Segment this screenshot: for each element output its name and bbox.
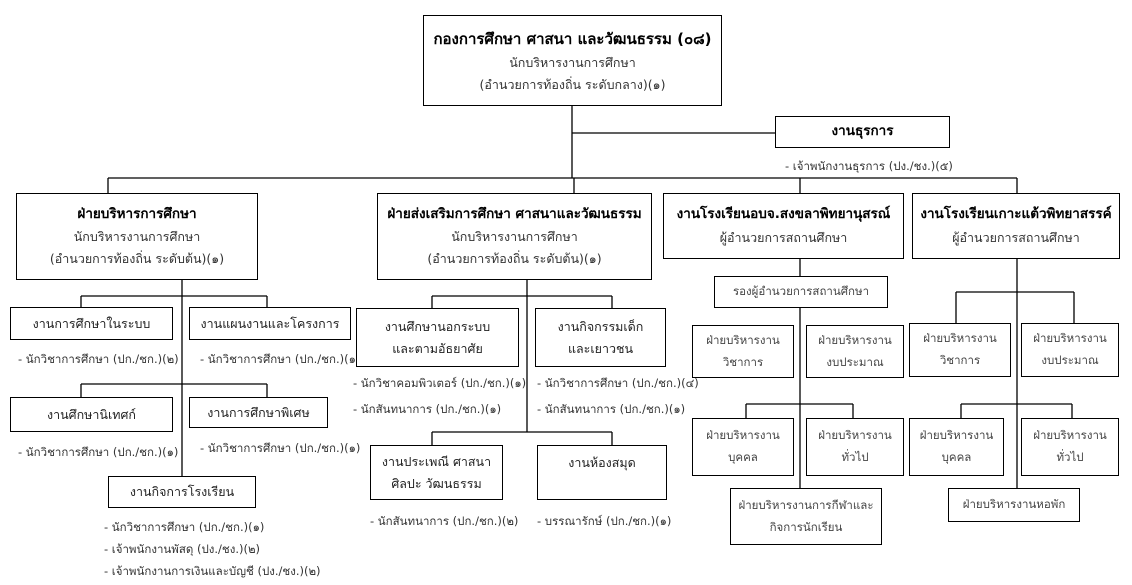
division-title: ฝ่ายบริหารการศึกษา (77, 205, 197, 222)
deputy-director-box: รองผู้อำนวยการสถานศึกษา (714, 276, 888, 308)
unit-name-line: งานประเพณี ศาสนา (381, 453, 492, 469)
unit-box: งานศึกษานอกระบบและตามอัธยาศัย (356, 308, 519, 367)
unit-name-line: วิชาการ (939, 353, 981, 367)
unit-staff: - นักวิชาการศึกษา (ปก./ชก.)(๔) (537, 376, 699, 390)
unit-box: งานกิจการโรงเรียน (108, 476, 256, 508)
unit-box: งานศึกษานิเทศก์ (10, 397, 173, 432)
unit-box: งานกิจกรรมเด็กและเยาวชน (535, 308, 666, 367)
unit-name-line: ศิลปะ วัฒนธรรม (391, 475, 482, 491)
unit-name-line: วิชาการ (722, 354, 764, 369)
unit-name: งานการศึกษาในระบบ (32, 315, 151, 331)
unit-name-line: บุคคล (728, 450, 758, 464)
unit-box: งานห้องสมุด (537, 445, 667, 500)
unit-name-line: งบประมาณ (1041, 353, 1099, 367)
unit-name: งานการศึกษาพิเศษ (207, 404, 310, 420)
school-unit-box: ฝ่ายบริหารงานทั่วไป (1021, 418, 1119, 476)
unit-staff: - นักสันทนาการ (ปก./ชก.)(๑) (353, 402, 502, 416)
unit-name-line: ฝ่ายบริหารงาน (919, 428, 994, 443)
unit-staff: - นักวิชาการศึกษา (ปก./ชก.)(๑) (18, 445, 179, 459)
unit-name-line: บุคคล (941, 450, 972, 464)
unit-staff: - นักวิชาคอมพิวเตอร์ (ปก./ชก.)(๑) (353, 376, 527, 390)
unit-name-line: งานห้องสมุด (568, 455, 636, 470)
unit-name-line: งานศึกษานอกระบบ (384, 318, 491, 334)
school-unit-box: ฝ่ายบริหารงานทั่วไป (806, 418, 904, 476)
unit-name: งานกิจการโรงเรียน (129, 484, 235, 500)
unit-staff: - เจ้าพนักงานพัสดุ (ปง./ชง.)(๒) (104, 542, 261, 556)
unit-staff: - นักสันทนาการ (ปก./ชก.)(๑) (537, 402, 686, 416)
school-unit-box: ฝ่ายบริหารงานบุคคล (692, 418, 794, 476)
unit-box: งานประเพณี ศาสนาศิลปะ วัฒนธรรม (370, 445, 503, 500)
unit-name-line: และตามอัธยาศัย (392, 340, 483, 356)
unit-name-line: ฝ่ายบริหารงาน (818, 428, 892, 443)
school-title: งานโรงเรียนเกาะแต้วพิทยาสรรค์ (920, 206, 1112, 223)
unit-name-line: งานกิจกรรมเด็ก (557, 318, 644, 334)
school-unit-box: ฝ่ายบริหารงานวิชาการ (909, 323, 1011, 377)
admin-unit-box: งานธุรการ (775, 116, 950, 148)
unit-name-line: ฝ่ายบริหารงานหอพัก (962, 497, 1066, 512)
department-level: (อำนวยการท้องถิ่น ระดับกลาง)(๑) (479, 76, 666, 92)
school-songkhla-box: งานโรงเรียนอบจ.สงขลาพิทยานุสรณ์ ผู้อำนวย… (663, 193, 904, 259)
unit-name-line: ทั่วไป (1056, 450, 1084, 464)
division-position: นักบริหารงานการศึกษา (73, 229, 201, 245)
unit-name-line: กิจการนักเรียน (769, 519, 843, 534)
unit-name: งานศึกษานิเทศก์ (47, 406, 136, 422)
school-position: ผู้อำนวยการสถานศึกษา (719, 229, 848, 245)
department-title: กองการศึกษา ศาสนา และวัฒนธรรม (๐๘) (433, 29, 712, 48)
unit-name-line: ทั่วไป (841, 450, 869, 464)
department-position: นักบริหารงานการศึกษา (509, 54, 636, 70)
unit-box: งานแผนงานและโครงการ (189, 307, 351, 340)
unit-name-line: ฝ่ายบริหารงาน (923, 331, 997, 346)
unit-staff: - นักวิชาการศึกษา (ปก./ชก.)(๑) (200, 441, 361, 455)
unit-staff: - เจ้าพนักงานการเงินและบัญชี (ปง./ชง.)(๒… (104, 564, 321, 578)
school-kotaew-box: งานโรงเรียนเกาะแต้วพิทยาสรรค์ ผู้อำนวยกา… (912, 193, 1120, 259)
division-education-admin-box: ฝ่ายบริหารการศึกษา นักบริหารงานการศึกษา … (16, 193, 258, 280)
school-unit-box: ฝ่ายบริหารงานวิชาการ (692, 325, 794, 378)
unit-box: งานการศึกษาพิเศษ (189, 397, 328, 428)
school-unit-box: ฝ่ายบริหารงานงบประมาณ (1021, 323, 1119, 377)
school-title: งานโรงเรียนอบจ.สงขลาพิทยานุสรณ์ (676, 206, 891, 223)
unit-name-line: ฝ่ายบริหารงาน (706, 428, 780, 443)
school-unit-box: ฝ่ายบริหารงานหอพัก (948, 488, 1080, 522)
unit-name-line: ฝ่ายบริหารงานการกีฬาและ (738, 497, 874, 512)
school-unit-box: ฝ่ายบริหารงานบุคคล (909, 418, 1004, 476)
division-level: (อำนวยการท้องถิ่น ระดับต้น)(๑) (427, 251, 602, 267)
department-head-box: กองการศึกษา ศาสนา และวัฒนธรรม (๐๘) นักบร… (423, 15, 722, 106)
admin-unit-staff: - เจ้าพนักงานธุรการ (ปง./ชง.)(๕) (785, 159, 953, 173)
school-unit-box: ฝ่ายบริหารงานการกีฬาและกิจการนักเรียน (730, 488, 882, 545)
division-promotion-box: ฝ่ายส่งเสริมการศึกษา ศาสนาและวัฒนธรรม นั… (377, 193, 652, 280)
school-unit-box: ฝ่ายบริหารงานงบประมาณ (806, 325, 904, 378)
division-level: (อำนวยการท้องถิ่น ระดับต้น)(๑) (49, 251, 225, 267)
unit-name-line: ฝ่ายบริหารงาน (1033, 428, 1107, 443)
deputy-title: รองผู้อำนวยการสถานศึกษา (732, 284, 870, 299)
unit-staff: - นักวิชาการศึกษา (ปก./ชก.)(๑) (104, 520, 265, 534)
unit-name-line: ฝ่ายบริหารงาน (1033, 331, 1107, 346)
unit-name-line: ฝ่ายบริหารงาน (818, 332, 892, 347)
unit-staff: - บรรณารักษ์ (ปก./ชก.)(๑) (537, 514, 672, 528)
unit-name-line: งบประมาณ (826, 354, 884, 369)
school-position: ผู้อำนวยการสถานศึกษา (952, 229, 1080, 245)
unit-name: งานแผนงานและโครงการ (200, 315, 340, 331)
unit-staff: - นักสันทนาการ (ปก./ชก.)(๒) (370, 514, 519, 528)
unit-name-line: ฝ่ายบริหารงาน (706, 332, 780, 347)
unit-staff: - นักวิชาการศึกษา (ปก./ชก.)(๑) (200, 352, 361, 366)
unit-box: งานการศึกษาในระบบ (10, 307, 173, 340)
unit-staff: - นักวิชาการศึกษา (ปก./ชก.)(๒) (18, 352, 179, 366)
division-title: ฝ่ายส่งเสริมการศึกษา ศาสนาและวัฒนธรรม (387, 205, 642, 222)
division-position: นักบริหารงานการศึกษา (451, 229, 578, 245)
unit-name-line: และเยาวชน (567, 340, 634, 356)
admin-unit-title: งานธุรการ (831, 123, 894, 140)
